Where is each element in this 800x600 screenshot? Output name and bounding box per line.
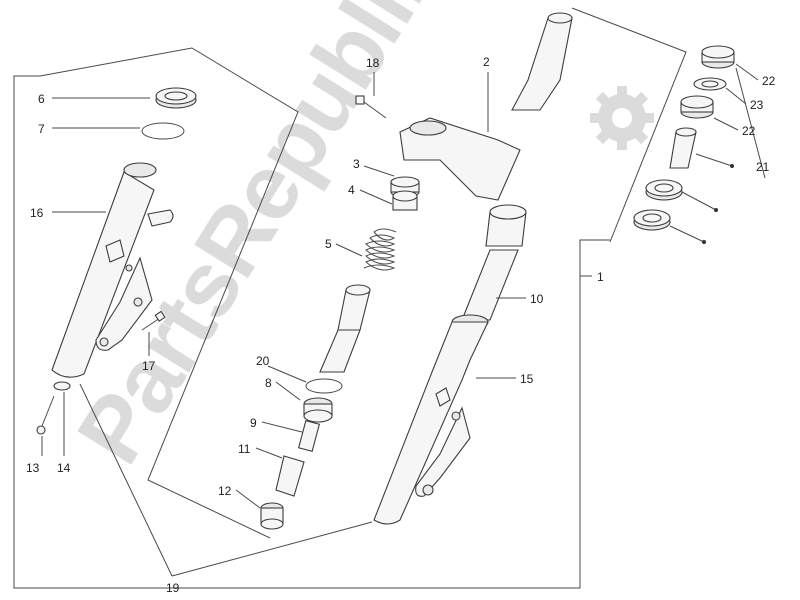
callout-23: 23 (750, 98, 764, 112)
part-21-bearing-set (633, 127, 697, 231)
callout-16: 16 (30, 206, 44, 220)
left-fork-assembly (36, 87, 197, 435)
leader-lines (41, 63, 759, 509)
callout-17: 17 (142, 359, 156, 373)
part-9-rod (297, 419, 321, 453)
callout-2: 2 (483, 55, 490, 69)
part-22-ring-nut-top (701, 45, 735, 69)
part-20-circlip (305, 378, 343, 394)
left-fork-frame (39, 47, 299, 539)
callout-21: 21 (756, 160, 770, 174)
callout-labels: 1 2 3 4 5 6 7 8 9 10 11 12 13 14 15 16 1… (26, 55, 776, 595)
part-6-oil-seal (155, 87, 197, 109)
callout-1: 1 (597, 270, 604, 284)
part-10-stanchion (461, 249, 519, 321)
callout-11: 11 (238, 442, 251, 456)
callout-20: 20 (256, 354, 270, 368)
part-2-stem (399, 12, 573, 247)
bracket-19-right (171, 521, 373, 577)
part-18-bolt (355, 95, 387, 119)
callout-22-top: 22 (762, 74, 776, 88)
bearing-frame-right (735, 67, 766, 179)
callout-3: 3 (353, 157, 360, 171)
part-4-spacer (392, 190, 418, 211)
callout-10: 10 (530, 292, 544, 306)
callout-15: 15 (520, 372, 534, 386)
part-13-bolt (36, 395, 55, 435)
gear-icon (590, 86, 654, 150)
callout-18: 18 (366, 56, 380, 70)
center-parts (260, 95, 420, 530)
part-22-ring-nut-bottom (680, 95, 714, 119)
watermark: PartsRepublik (58, 0, 654, 481)
callout-4: 4 (348, 183, 355, 197)
bearing-frame (571, 7, 687, 243)
part-23-washer (693, 77, 727, 91)
callout-6: 6 (38, 92, 45, 106)
part-5-spring (363, 228, 397, 271)
callout-13: 13 (26, 461, 40, 475)
bearing-stack (633, 45, 735, 231)
callout-22-bottom: 22 (742, 124, 756, 138)
part-12-cap (260, 502, 284, 530)
callout-12: 12 (218, 484, 232, 498)
main-frame (13, 75, 610, 589)
part-14-washer (53, 381, 71, 391)
part-10-damper-tube (319, 284, 371, 373)
frame-lines (13, 7, 766, 589)
stem-assembly (373, 12, 573, 525)
callout-19: 19 (166, 581, 180, 595)
part-11-spring-lower (275, 455, 305, 497)
part-17-bolt (141, 310, 166, 331)
part-7-circlip (141, 122, 185, 140)
callout-14: 14 (57, 461, 71, 475)
part-16-slider-left (51, 162, 174, 378)
callout-8: 8 (265, 376, 272, 390)
callout-5: 5 (325, 237, 332, 251)
callout-7: 7 (38, 122, 45, 136)
part-15-slider-right (373, 314, 489, 525)
part-8-piston (303, 397, 333, 423)
bracket-19-left (79, 383, 173, 577)
callout-9: 9 (250, 416, 257, 430)
